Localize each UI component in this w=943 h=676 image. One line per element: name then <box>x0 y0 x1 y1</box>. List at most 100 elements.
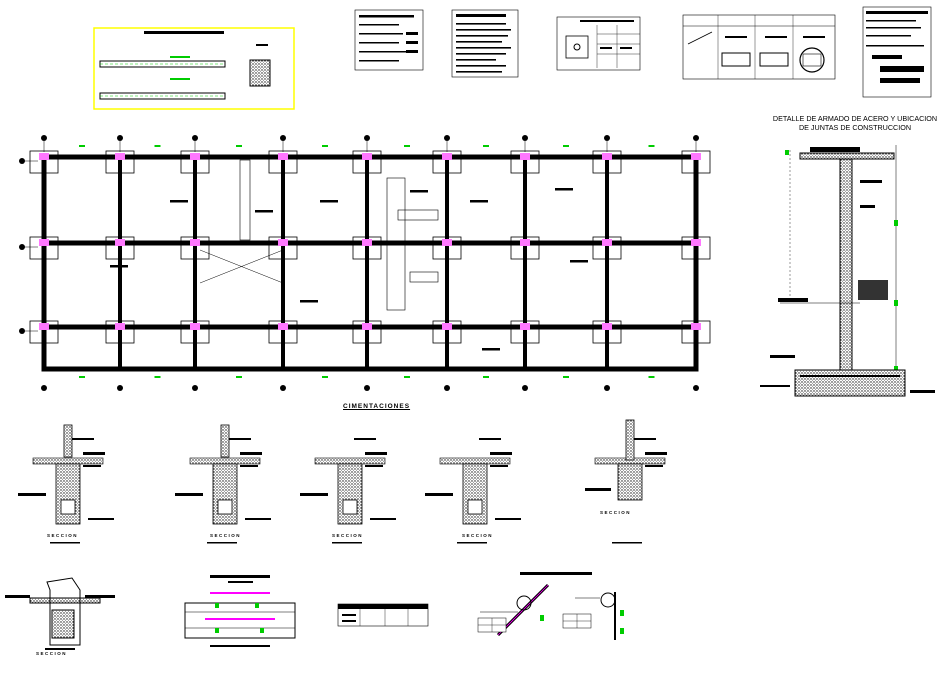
notes-table <box>862 6 932 98</box>
wall-detail-title: DETALLE DE ARMADO DE ACERO Y UBICACION D… <box>760 114 943 132</box>
section-column <box>220 424 230 458</box>
section-footing <box>617 463 643 501</box>
section-label: SECCION <box>210 533 242 538</box>
axis-bubble <box>117 135 123 141</box>
section-label-bar <box>370 518 396 520</box>
plan-label <box>570 260 588 263</box>
foundation-section <box>585 419 667 544</box>
section-slab <box>439 457 511 465</box>
section-label-bar <box>240 452 262 455</box>
axis-bubble <box>522 135 528 141</box>
dimension-tick <box>404 376 410 378</box>
axis-bubble <box>19 158 25 164</box>
plan-column <box>362 239 372 246</box>
axis-bubble <box>693 385 699 391</box>
plan-column <box>520 323 530 330</box>
axis-bubble <box>444 135 450 141</box>
axis-bubble <box>604 385 610 391</box>
plan-footing <box>180 236 210 260</box>
section-rebar-box <box>60 499 76 515</box>
dimension-tick <box>563 376 569 378</box>
section-label-bar <box>495 518 521 520</box>
dimension-tick <box>322 376 328 378</box>
section-label-bar <box>229 438 251 440</box>
section-label: SECCION <box>36 651 68 656</box>
section-scale-bar <box>332 542 362 544</box>
plan-label <box>410 190 428 193</box>
plan-column <box>442 153 452 160</box>
section-label: SECCION <box>47 533 79 538</box>
plan-footing <box>352 320 382 344</box>
plan-column <box>39 323 49 330</box>
dimension-tick <box>79 376 85 378</box>
foundation-section <box>175 424 271 544</box>
hook-detail <box>477 572 624 640</box>
section-footing <box>212 463 238 525</box>
axis-bubble <box>444 385 450 391</box>
section-rebar-box <box>467 499 483 515</box>
plan-column <box>362 323 372 330</box>
section-label-bar <box>300 493 328 496</box>
plan-column <box>691 153 701 160</box>
plan-footing <box>592 320 622 344</box>
plan-column <box>442 323 452 330</box>
section-label-bar <box>479 438 501 440</box>
plan-footing <box>105 236 135 260</box>
section-scale-bar <box>457 542 487 544</box>
section-scale-bar <box>612 542 642 544</box>
foundation-sections <box>18 419 667 544</box>
plan-column <box>278 323 288 330</box>
section-label-bar <box>72 438 94 440</box>
section-label-bar <box>365 452 387 455</box>
plan-column <box>442 239 452 246</box>
plan-label <box>482 348 500 351</box>
section-rebar-box <box>217 499 233 515</box>
section-label: SECCION <box>600 510 632 515</box>
plan-footing <box>432 236 462 260</box>
spec-table-2 <box>451 9 519 78</box>
dimension-tick <box>322 145 328 147</box>
dimension-tick <box>154 376 161 378</box>
plan-footing <box>432 320 462 344</box>
section-slab <box>189 457 261 465</box>
plan-label <box>300 300 318 303</box>
plan-column <box>278 239 288 246</box>
section-column <box>63 424 73 458</box>
dimension-tick <box>648 376 655 378</box>
section-column <box>625 419 635 461</box>
wall-reinforcement-detail <box>760 145 935 397</box>
section-label-bar <box>645 452 667 455</box>
section-footing <box>462 463 488 525</box>
plan-label <box>555 188 573 191</box>
axis-bubble <box>41 385 47 391</box>
section-slab <box>32 457 104 465</box>
axis-bubble <box>41 135 47 141</box>
axis-bubble <box>192 385 198 391</box>
plan-column <box>520 239 530 246</box>
section-label-bar <box>245 518 271 520</box>
axis-bubble <box>522 385 528 391</box>
section-scale-bar <box>50 542 80 544</box>
spec-table-1 <box>354 9 424 71</box>
section-label-bar <box>365 465 383 467</box>
bottom-section-detail <box>5 577 115 650</box>
axis-bubble <box>280 385 286 391</box>
plan-label <box>170 200 188 203</box>
plan-footing <box>180 320 210 344</box>
section-slab <box>314 457 386 465</box>
section-label: SECCION <box>462 533 494 538</box>
plan-label <box>110 265 128 268</box>
dimension-tick <box>79 145 85 147</box>
section-label: SECCION <box>332 533 364 538</box>
section-label-bar <box>634 438 656 440</box>
plan-column <box>115 323 125 330</box>
section-rebar-box <box>342 499 358 515</box>
dimension-tick <box>648 145 655 147</box>
plan-label <box>470 200 488 203</box>
plan-column <box>190 153 200 160</box>
section-scale-bar <box>207 542 237 544</box>
beam-section-table <box>682 14 836 80</box>
section-label-bar <box>83 452 105 455</box>
plan-column <box>691 323 701 330</box>
plan-footing <box>29 236 59 260</box>
